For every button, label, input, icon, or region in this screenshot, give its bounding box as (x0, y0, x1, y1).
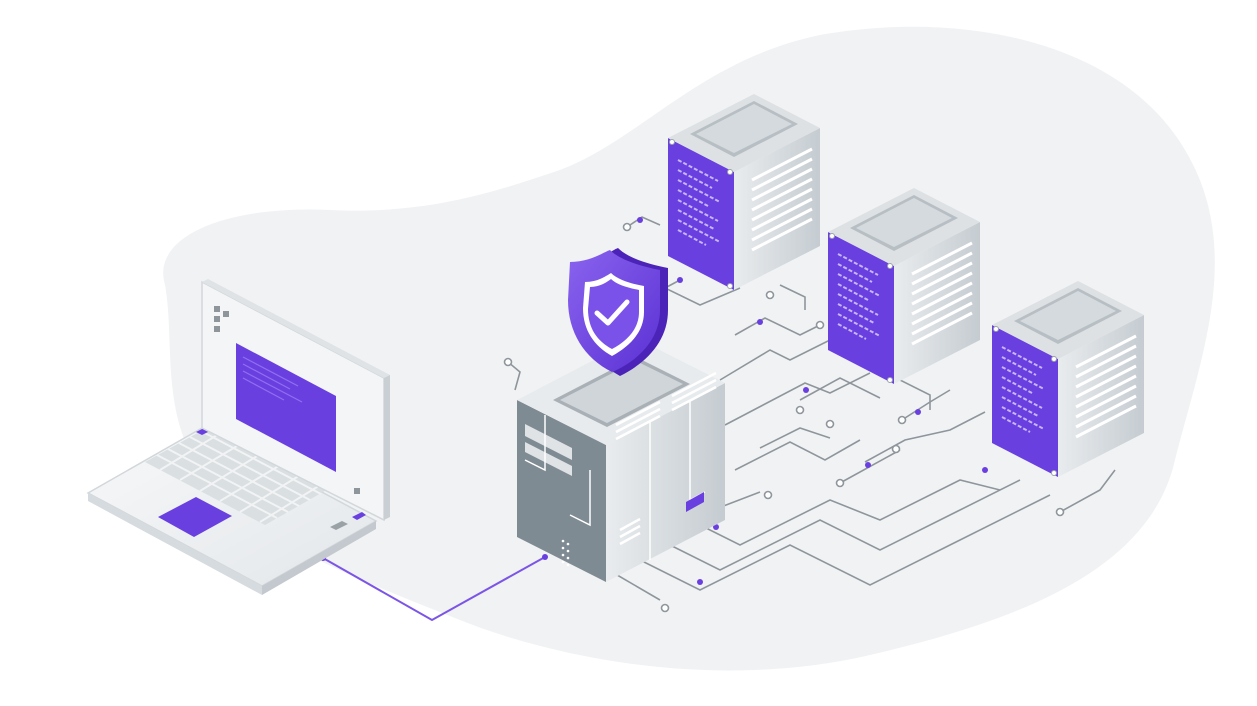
shield-check-icon (568, 248, 668, 376)
rack-1-text (677, 159, 721, 246)
cable-port-server (542, 554, 548, 560)
rack-2-front (828, 232, 894, 384)
rack-2-corners (829, 233, 893, 383)
rack-2-top-slot-inner (856, 198, 952, 247)
laptop-trackpad (158, 497, 232, 537)
circuit-nodes-accent (637, 217, 988, 585)
server-rack-icon (828, 188, 980, 384)
laptop-screen-text (242, 356, 303, 403)
circuit-nodes-open (503, 222, 1065, 613)
central-server-right-face (606, 383, 725, 582)
laptop-screen (236, 343, 336, 472)
rack-1-vents (751, 147, 813, 252)
rack-2-text (837, 253, 881, 340)
server-rack-icon (992, 281, 1144, 477)
laptop-window-controls (214, 306, 360, 494)
rack-3-text (1001, 346, 1045, 433)
rack-3-top-slot-inner (1020, 291, 1116, 340)
rack-2-vents (911, 241, 973, 346)
rack-1-front (668, 138, 734, 290)
laptop-lid-side (384, 375, 390, 520)
laptop-indicator-2 (352, 512, 366, 520)
laptop-server-cable (322, 556, 546, 622)
laptop-icon (86, 279, 390, 595)
background-blob (163, 26, 1215, 671)
rack-3-front (992, 325, 1058, 477)
central-server-vents (615, 371, 717, 546)
central-server-badge (686, 492, 704, 512)
rack-1-top-slot-inner (696, 104, 792, 153)
rack-1-corners (669, 139, 733, 289)
laptop-indicator-3 (330, 521, 348, 530)
rack-3-corners (993, 326, 1057, 476)
central-server-icon (517, 338, 725, 582)
server-rack-icon (668, 94, 820, 290)
laptop-base-edge-right (262, 521, 376, 595)
central-server-leds (561, 539, 570, 567)
laptop-base-edge (88, 493, 262, 595)
rack-3-vents (1075, 334, 1137, 439)
central-server-panels (525, 424, 572, 476)
laptop-lid-edge (202, 279, 390, 378)
laptop-key-grid (156, 430, 323, 523)
central-server-top-slot-inner (560, 361, 683, 423)
central-server-left-face (517, 400, 606, 582)
check-icon (594, 299, 630, 326)
